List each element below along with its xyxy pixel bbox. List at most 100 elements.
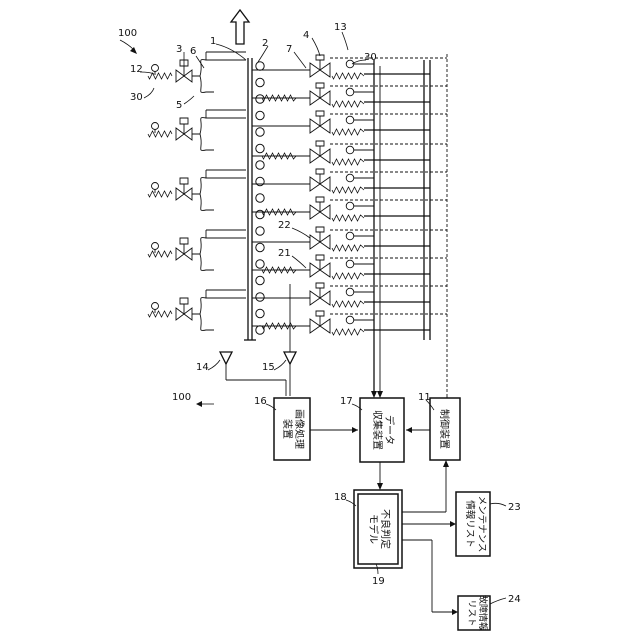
spring-icon (148, 191, 172, 197)
sensor-ball-icon (346, 316, 354, 324)
roller-icon (256, 243, 264, 251)
sensor-ball-icon (152, 243, 159, 250)
ref-24: 24 (508, 594, 521, 605)
actuator-icon (316, 255, 324, 260)
sensor-ball-icon (152, 123, 159, 130)
spring-icon (332, 245, 364, 251)
actuator-icon (316, 227, 324, 232)
data-collection-block: データ 収集装置 (360, 398, 404, 462)
roller-icon (256, 309, 264, 317)
ref-4: 4 (303, 30, 309, 41)
actuator-icon (180, 178, 188, 184)
actuator-icon (180, 238, 188, 244)
actuator-icon (316, 169, 324, 174)
sensor-ball-icon (346, 174, 354, 182)
actuator-icon (180, 298, 188, 304)
roller-icon (256, 128, 264, 136)
leader-lines (140, 32, 506, 604)
spring-icon (332, 329, 364, 335)
ref-21: 21 (278, 248, 291, 259)
roller-icon (256, 260, 264, 268)
sensor-ball-icon (346, 88, 354, 96)
defect-model-label-1: 不良判定 (379, 509, 392, 549)
defect-model-label-2: モデル (367, 514, 380, 544)
actuator-icon (316, 311, 324, 316)
ref-6: 6 (190, 46, 196, 57)
valve-unit (252, 169, 447, 193)
ref-1: 1 (210, 36, 216, 47)
sensor-ball-icon (346, 260, 354, 268)
ref-7: 7 (286, 44, 292, 55)
sensor-ball-icon (346, 202, 354, 210)
roller-icon (256, 161, 264, 169)
spring-icon (148, 131, 172, 137)
sensor-ball-icon (152, 183, 159, 190)
valve-unit (252, 311, 447, 335)
actuator-icon (316, 283, 324, 288)
valve-unit (252, 197, 447, 221)
right-valve-units (252, 55, 447, 335)
spring-icon (332, 73, 364, 79)
spring-icon (332, 101, 364, 107)
spring-icon (332, 301, 364, 307)
controller-block: 制御装置 (430, 398, 460, 460)
spring-icon (148, 311, 172, 317)
image-processing-block: 画像処理 装置 (274, 398, 310, 460)
roller-icon (256, 111, 264, 119)
sensor-ball-icon (152, 303, 159, 310)
ref-11: 11 (418, 392, 431, 403)
fault-list-label-2: リスト (466, 599, 476, 626)
left-gripper-units (148, 52, 246, 330)
image-processing-label-2: 装置 (281, 419, 294, 439)
maintenance-list-label-1: メンテナンス (476, 496, 487, 553)
actuator-icon (316, 141, 324, 146)
roller-icon (256, 194, 264, 202)
controller-label: 制御装置 (438, 409, 451, 449)
ref-30-left: 30 (130, 92, 143, 103)
spring-icon (332, 215, 364, 221)
ref-18: 18 (334, 492, 347, 503)
actuator-icon (316, 197, 324, 202)
signal-bus (374, 54, 447, 396)
ref-19: 19 (372, 576, 385, 587)
sensor-ball-icon (346, 232, 354, 240)
gripper-unit (148, 170, 246, 210)
maintenance-list-block: メンテナンス 情報リスト (456, 492, 490, 556)
spring-icon (332, 187, 364, 193)
valve-unit (252, 283, 447, 307)
gripper-unit (148, 230, 246, 270)
spring-icon (332, 159, 364, 165)
ref-3: 3 (176, 44, 182, 55)
camera-15-icon (284, 284, 296, 396)
roller-column (256, 62, 264, 334)
ref-15: 15 (262, 362, 275, 373)
spring-icon (148, 251, 172, 257)
ref-12: 12 (130, 64, 143, 75)
fault-list-label-1: 故障情報 (477, 595, 489, 631)
data-collection-label-1: データ (383, 415, 396, 445)
image-processing-label-1: 画像処理 (293, 409, 306, 449)
spring-icon (332, 129, 364, 135)
ref-100-left: 100 (172, 392, 191, 403)
sensor-ball-icon (346, 146, 354, 154)
actuator-icon (316, 83, 324, 88)
actuator-icon (180, 118, 188, 124)
sensor-ball-icon (152, 65, 159, 72)
roller-icon (256, 78, 264, 86)
maintenance-list-label-2: 情報リスト (464, 500, 476, 548)
spring-icon (148, 73, 172, 79)
spring-icon (332, 273, 364, 279)
ref-23: 23 (508, 502, 521, 513)
ref-100-top: 100 (118, 28, 137, 39)
flow-direction-arrow-icon (231, 10, 249, 44)
roller-icon (256, 144, 264, 152)
valve-unit (252, 55, 447, 79)
sensor-ball-icon (346, 116, 354, 124)
ref-16: 16 (254, 396, 267, 407)
ref-13: 13 (334, 22, 347, 33)
gripper-unit (148, 290, 246, 330)
valve-unit (252, 111, 447, 135)
ref-14: 14 (196, 362, 209, 373)
roller-icon (256, 293, 264, 301)
